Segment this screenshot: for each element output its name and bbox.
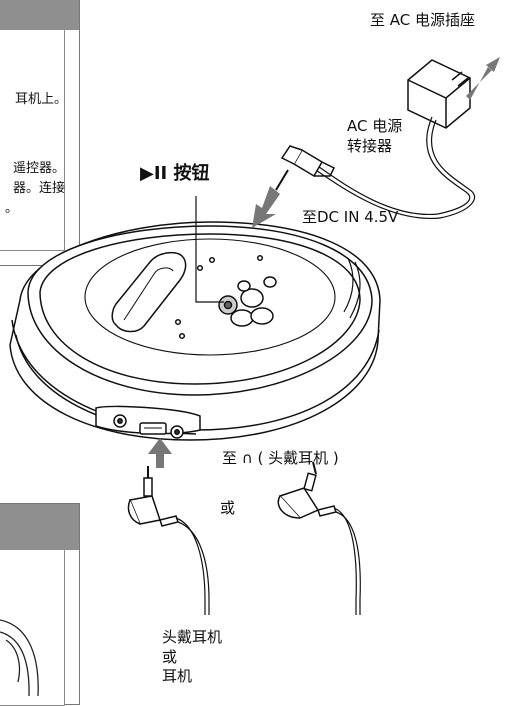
instruction-panel-top: 耳机上。 遥控器。 器。连接 。 — [0, 0, 80, 266]
label-ac-outlet: 至 AC 电源插座 — [370, 11, 476, 29]
arrow-to-dc-in — [252, 186, 280, 228]
panel-text-line-1: 耳机上。 — [15, 92, 68, 107]
label-play-pause-button: ▶II 按钮 — [140, 163, 210, 184]
panel-text-line-4: 。 — [5, 201, 19, 216]
callout-line — [195, 196, 224, 303]
label-earphones: 耳机 — [162, 667, 193, 685]
label-or-2: 或 — [162, 647, 178, 666]
label-headphone-jack: 至 ∩ ( 头戴耳机 ) — [222, 449, 339, 467]
panel-header — [0, 504, 79, 550]
label-ac-adapter: AC 电源 转接器 — [347, 117, 402, 156]
cd-player-illustration — [9, 221, 381, 441]
label-ac-adapter-line-1: AC 电源 — [347, 117, 403, 135]
label-dc-in: 至DC IN 4.5V — [302, 208, 399, 226]
headphone-plugs-illustration — [127, 461, 361, 615]
arrow-to-outlet — [466, 57, 500, 100]
label-headphones-or-earphones: 头戴耳机 或 耳机 — [162, 628, 222, 687]
label-or: 或 — [220, 499, 236, 517]
panel-header — [0, 0, 79, 30]
instruction-panel-bottom — [0, 503, 80, 706]
label-ac-adapter-line-2: 转接器 — [347, 136, 393, 155]
arrow-to-headphone-jack — [148, 438, 172, 468]
panel-body — [0, 30, 65, 251]
ac-adapter-illustration — [275, 59, 476, 219]
connection-arrows — [148, 57, 500, 468]
panel-text-line-2: 遥控器。 — [13, 161, 66, 176]
partial-player-illustration — [0, 619, 39, 696]
label-headphones: 头戴耳机 — [162, 628, 223, 646]
panel-body — [0, 550, 65, 706]
panel-text-line-3: 器。连接 — [13, 181, 66, 196]
